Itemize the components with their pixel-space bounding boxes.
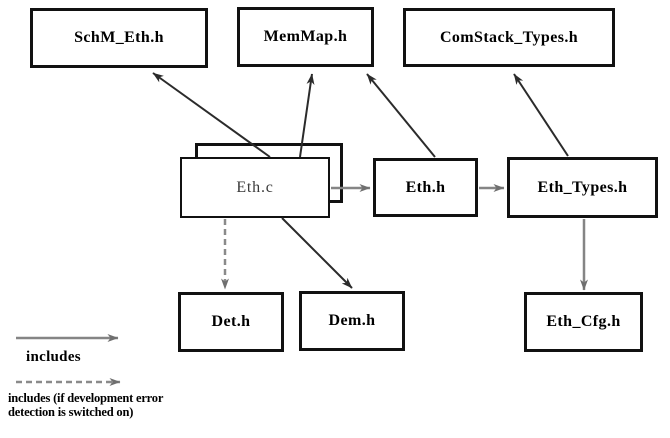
node-label: MemMap.h bbox=[263, 28, 348, 45]
node-det-h: Det.h bbox=[178, 292, 284, 352]
legend-includes-label: includes bbox=[26, 349, 81, 365]
node-schm-eth-h: SchM_Eth.h bbox=[30, 8, 208, 68]
edge-eth_h-memmap_h bbox=[366, 73, 436, 158]
node-eth-c: Eth.c bbox=[180, 157, 330, 218]
node-label: Eth_Types.h bbox=[537, 178, 628, 196]
node-label: Det.h bbox=[211, 313, 251, 330]
legend-conditional-includes-label: includes (if development error detection… bbox=[8, 391, 163, 419]
node-eth-h: Eth.h bbox=[373, 158, 478, 217]
node-eth-cfg-h: Eth_Cfg.h bbox=[524, 292, 643, 352]
node-label: Eth_Cfg.h bbox=[546, 313, 621, 330]
node-label: Dem.h bbox=[328, 312, 376, 329]
node-eth-types-h: Eth_Types.h bbox=[507, 157, 658, 218]
node-label: SchM_Eth.h bbox=[74, 29, 164, 46]
node-label: Eth.c bbox=[236, 178, 274, 196]
edge-eth_types_h-comstack_types_h bbox=[513, 73, 569, 157]
node-label: ComStack_Types.h bbox=[439, 28, 579, 46]
edge-eth_c-dem_h bbox=[281, 217, 353, 289]
node-comstack-types-h: ComStack_Types.h bbox=[403, 8, 615, 67]
node-label: Eth.h bbox=[405, 178, 446, 196]
node-dem-h: Dem.h bbox=[299, 291, 405, 351]
node-memmap-h: MemMap.h bbox=[237, 7, 374, 67]
